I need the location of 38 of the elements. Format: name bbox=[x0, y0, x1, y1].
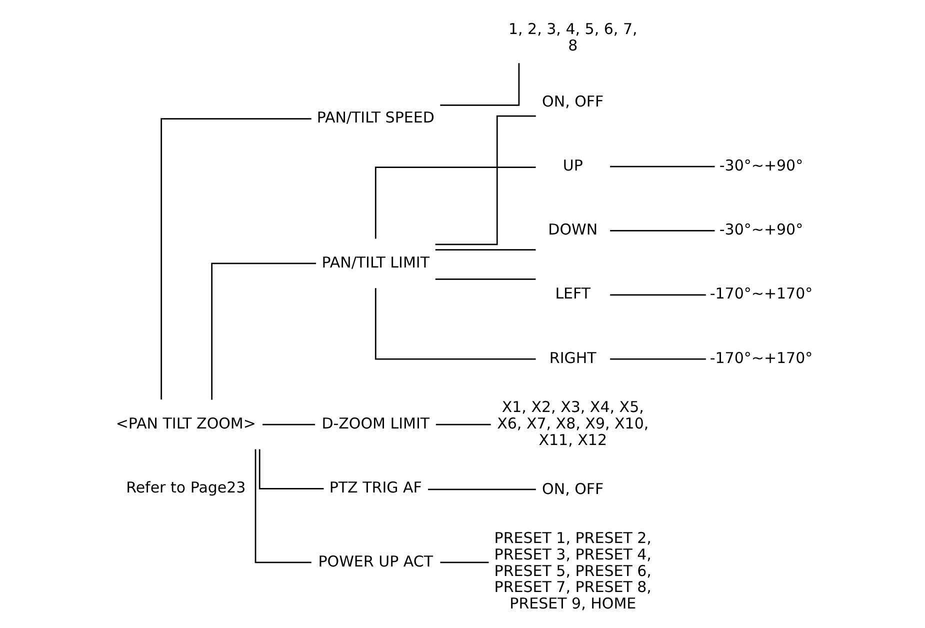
connector bbox=[440, 63, 520, 106]
connector bbox=[610, 294, 706, 296]
node-text: DOWN bbox=[548, 220, 598, 239]
node-text: ON, OFF bbox=[542, 480, 604, 498]
connector bbox=[427, 488, 536, 490]
connector bbox=[435, 424, 490, 426]
node-text: UP bbox=[562, 156, 582, 174]
node-text: <PAN TILT ZOOM> bbox=[115, 414, 256, 432]
node-text: -170°~+170° bbox=[709, 284, 812, 303]
node-text: PAN/TILT SPEED bbox=[316, 108, 434, 127]
node-text: D-ZOOM LIMIT bbox=[321, 414, 430, 432]
connector bbox=[374, 288, 536, 360]
node-label: Refer to Page23 bbox=[126, 478, 246, 497]
node-text: PTZ TRIG AF bbox=[328, 478, 422, 497]
node-text: ON, OFF bbox=[542, 92, 604, 110]
node-text: POWER UP ACT bbox=[318, 552, 433, 570]
node-text: 1, 2, 3, 4, 5, 6, 7, 8 bbox=[508, 20, 637, 54]
connector bbox=[440, 562, 488, 564]
connector bbox=[374, 166, 536, 239]
node-text: X1, X2, X3, X4, X5, X6, X7, X8, X9, X10, X11, X12 bbox=[496, 398, 648, 449]
node-text: RIGHT bbox=[548, 348, 596, 367]
connector bbox=[434, 278, 536, 280]
connector bbox=[254, 449, 311, 564]
connector bbox=[210, 262, 316, 400]
node-text: LEFT bbox=[554, 284, 590, 303]
node-text: -30°~+90° bbox=[718, 156, 803, 174]
node-text: PAN/TILT LIMIT bbox=[321, 253, 430, 272]
connector bbox=[160, 118, 311, 400]
node-text: -30°~+90° bbox=[718, 220, 803, 239]
connector bbox=[610, 230, 714, 232]
connector bbox=[610, 358, 706, 360]
node-text: -170°~+170° bbox=[709, 348, 812, 367]
connector bbox=[262, 424, 315, 426]
connector bbox=[610, 166, 714, 168]
connector bbox=[434, 115, 536, 246]
connector bbox=[258, 449, 324, 490]
connector bbox=[434, 249, 536, 251]
node-text: PRESET 1, PRESET 2, PRESET 3, PRESET 4, PRESET 5, PRESET 6, PRESET 7, PRESET 8, PRESET 9, HOME bbox=[494, 529, 651, 613]
